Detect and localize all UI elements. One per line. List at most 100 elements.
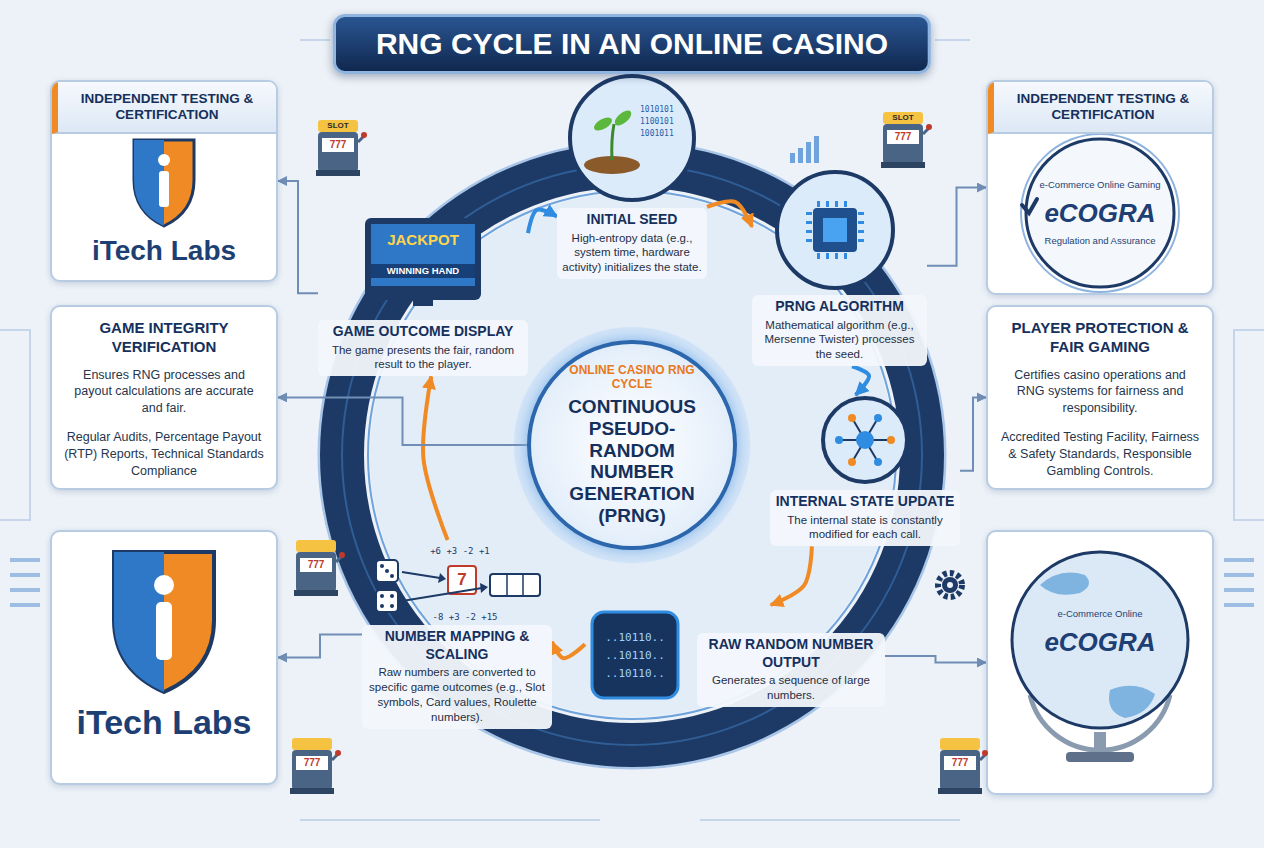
state-network-icon-part xyxy=(874,414,882,422)
panel-body: Accredited Testing Facility, Fairness & … xyxy=(988,425,1212,488)
ring-highlight xyxy=(342,165,922,745)
circuit-lines-part xyxy=(0,330,30,520)
step-heading: GAME OUTCOME DISPLAY xyxy=(318,320,528,342)
state-network-icon xyxy=(823,398,907,482)
slot-machine-icon-part xyxy=(926,124,932,130)
cycle-arrow xyxy=(771,546,812,605)
circuit-lines-part xyxy=(1234,330,1264,520)
itech-shield-part xyxy=(156,602,172,660)
mapping-icon-part xyxy=(507,574,523,596)
info-panel: GAME INTEGRITY VERIFICATIONEnsures RNG p… xyxy=(50,305,278,490)
screen-text: JACKPOT xyxy=(371,230,475,250)
seed-icon-part xyxy=(592,115,614,134)
state-network-icon-part xyxy=(823,398,907,482)
itech-shield xyxy=(134,140,194,226)
bar-chart-icon-part xyxy=(790,153,795,163)
ecogra-seal xyxy=(1021,134,1179,292)
mapping-icon-part xyxy=(402,572,440,578)
panel-body: Regular Audits, Percentage Payout (RTP) … xyxy=(52,425,276,488)
mapping-icon-part xyxy=(380,564,384,568)
center-circle: ONLINE CASINO RNG CYCLECONTINUOUS PSEUDO… xyxy=(527,340,737,550)
slot-machine-icon-part xyxy=(940,738,980,750)
ecogra-globe-part xyxy=(1094,732,1106,754)
cycle-arrow xyxy=(707,201,752,227)
state-network-icon-part xyxy=(887,436,895,444)
gear-icon xyxy=(938,573,962,597)
state-network-icon-part xyxy=(874,458,882,466)
slot-machine-icon xyxy=(316,120,367,176)
ecogra-globe xyxy=(1012,552,1188,762)
step-heading: INTERNAL STATE UPDATE xyxy=(770,490,960,512)
slot-machine-icon-part xyxy=(940,750,980,790)
mapping-icon-part xyxy=(385,569,389,573)
slot-machine-icon xyxy=(290,738,341,794)
seal-text: e-Commerce Online Gaming xyxy=(988,178,1212,192)
slot-machine-icon-part xyxy=(938,788,982,794)
binary-digits: 1010101 xyxy=(640,104,680,116)
step-heading: RAW RANDOM NUMBER OUTPUT xyxy=(697,633,885,672)
step-body: The game presents the fair, random resul… xyxy=(318,342,528,377)
ecogra-seal-part xyxy=(1021,134,1179,292)
ecogra-globe-part xyxy=(1040,573,1089,595)
state-network-icon-part xyxy=(835,436,843,444)
title-banner: RNG CYCLE IN AN ONLINE CASINO xyxy=(333,14,931,74)
seed-icon-part xyxy=(612,124,614,160)
info-panel: PLAYER PROTECTION & FAIR GAMINGCertifies… xyxy=(986,305,1214,490)
slot-machine-icon-part xyxy=(881,162,925,168)
game-screen-icon xyxy=(365,218,481,306)
center-title: CONTINUOUS PSEUDO-RANDOM NUMBER GENERATI… xyxy=(555,396,709,527)
slot-reels: 777 xyxy=(322,138,354,152)
link-arrow xyxy=(278,181,318,293)
ecogra-globe-part xyxy=(1109,686,1155,718)
slot-machine-icon-part xyxy=(296,540,336,552)
cycle-arrow xyxy=(423,376,448,540)
step-body: High-entropy data (e.g., system time, ha… xyxy=(557,230,707,280)
link-arrow xyxy=(885,656,986,663)
logo-text: eCOGRA xyxy=(988,627,1212,657)
itech-shield-part xyxy=(158,154,170,166)
logo-panel: iTech Labs xyxy=(50,530,278,785)
ecogra-globe-part xyxy=(1012,552,1188,728)
slot-machine-icon-part xyxy=(887,130,919,144)
seal-text: Regulation and Assurance xyxy=(988,234,1212,293)
step-heading: PRNG ALGORITHM xyxy=(752,295,927,317)
state-network-icon-part xyxy=(839,418,891,462)
mapping-icon-part xyxy=(380,594,384,598)
seed-icon-part xyxy=(612,108,634,129)
mapping-icon-part xyxy=(376,560,398,582)
center-glow xyxy=(514,327,750,563)
slot-machine-icon xyxy=(294,540,345,596)
slot-machine-icon-part xyxy=(316,170,360,176)
state-network-icon-part xyxy=(848,458,856,466)
slot-sign: SLOT xyxy=(883,112,923,124)
prng-chip-icon-part xyxy=(813,208,857,252)
slot-machine-icon-part xyxy=(944,756,976,770)
slot-machine-icon-part xyxy=(318,132,358,172)
step-body: Generates a sequence of large numbers. xyxy=(697,672,885,707)
prng-chip-icon-part xyxy=(809,204,861,256)
bar-chart-icon-part xyxy=(814,136,819,163)
mapping-icon xyxy=(376,560,540,612)
binary-digits: 1001011 xyxy=(640,128,680,140)
slot-reels: 777 xyxy=(944,756,976,770)
slot-machine-icon-part xyxy=(300,558,332,572)
logo-text: iTech Labs xyxy=(52,134,276,280)
logo-text: iTech Labs xyxy=(52,532,276,742)
ecogra-globe-part xyxy=(1066,752,1134,762)
link-arrow xyxy=(278,397,527,445)
slot-machine-icon-part xyxy=(318,120,358,132)
mapping-icon-part xyxy=(480,583,488,593)
binary-digits: ..10110.. xyxy=(596,648,674,664)
ring-outer-line xyxy=(319,142,945,768)
bar-chart-icon-part xyxy=(806,142,811,163)
link-arrow xyxy=(927,188,986,266)
bar-chart-icon-part xyxy=(798,148,803,163)
mapping-icon-part xyxy=(390,574,394,578)
mapping-icon-part xyxy=(402,588,482,601)
seed-icon xyxy=(570,76,694,200)
link-arrow xyxy=(960,397,986,470)
prng-chip-icon-part xyxy=(777,172,893,288)
itech-shield-part xyxy=(134,140,194,226)
slot-machine-icon-part xyxy=(883,112,923,124)
gear-icon-part xyxy=(942,577,958,593)
